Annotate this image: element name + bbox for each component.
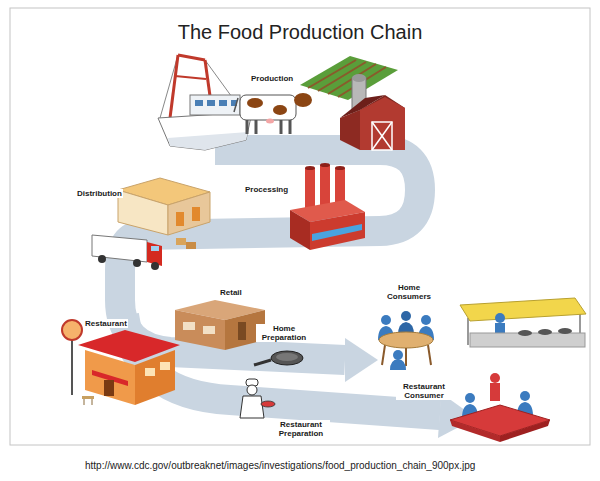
source-caption: http://www.cdc.gov/outbreaknet/images/in… <box>85 460 475 472</box>
stage-label: Processing <box>244 185 289 194</box>
stage-label: Distribution <box>76 189 123 198</box>
stage-label: Restaurant Preparation <box>272 420 330 438</box>
stage-label: Restaurant Consumer <box>396 382 452 400</box>
frying-pan <box>254 351 303 365</box>
processing-plant <box>290 163 365 250</box>
restaurant-table <box>450 373 550 442</box>
farm <box>300 56 405 150</box>
retail-store <box>175 300 265 350</box>
restaurant-building <box>62 320 180 405</box>
home-dining-table <box>378 311 434 370</box>
stage-label: Retail <box>219 288 243 297</box>
stage-label: Home Consumers <box>382 283 436 301</box>
buffet-counter <box>460 298 586 347</box>
stage-label: Restaurant <box>84 319 128 328</box>
stage-label: Production <box>250 74 294 83</box>
picture-frame <box>10 8 590 445</box>
chef-figure <box>240 379 275 418</box>
fishing-boat <box>158 55 252 150</box>
diagram-title: The Food Production Chain <box>0 21 600 44</box>
stage-label: Home Preparation <box>256 324 312 342</box>
cow <box>234 93 312 134</box>
